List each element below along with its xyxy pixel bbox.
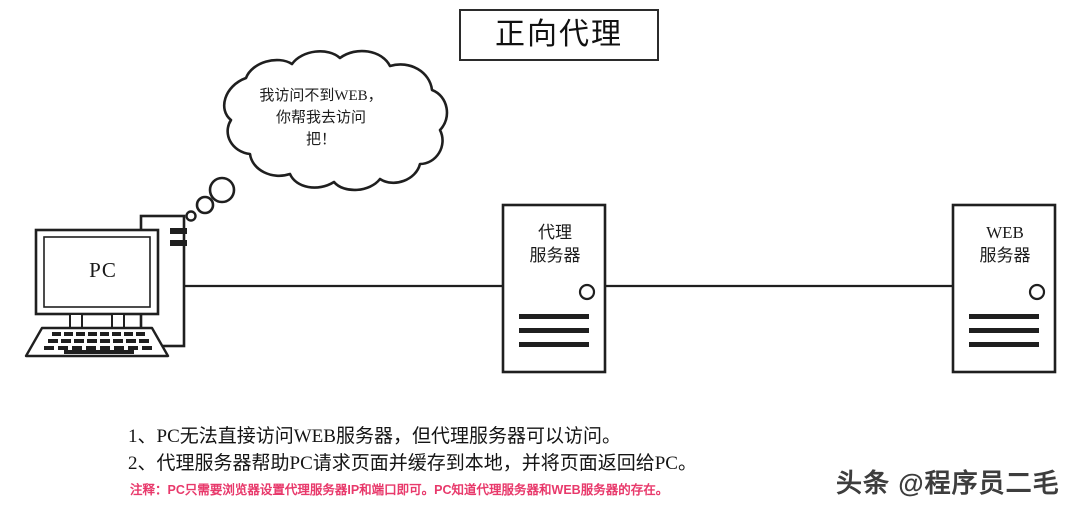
note-line-2: 2、代理服务器帮助PC请求页面并缓存到本地，并将页面返回给PC。: [128, 452, 697, 474]
proxy-server-label: 代理 服务器: [529, 223, 581, 265]
watermark: 头条 @程序员二毛: [836, 468, 1060, 498]
thought-bubble-text: 我访问不到WEB， 你帮我去访问 把！: [259, 88, 383, 148]
web-server-label: WEB 服务器: [979, 223, 1031, 265]
diagram-title-box: 正向代理: [459, 9, 659, 61]
red-annotation-note: 注释：PC只需要浏览器设置代理服务器IP和端口即可。PC知道代理服务器和WEB服…: [130, 483, 669, 497]
pc-label: PC: [89, 258, 117, 282]
notes-block: 1、PC无法直接访问WEB服务器，但代理服务器可以访问。 2、代理服务器帮助PC…: [128, 424, 828, 478]
note-line-1: 1、PC无法直接访问WEB服务器，但代理服务器可以访问。: [128, 426, 621, 447]
thought-bubble-cloud: [185, 49, 449, 222]
pc-keyboard-icon: [24, 326, 170, 358]
diagram-title: 正向代理: [495, 18, 623, 51]
proxy-server-icon: [501, 203, 607, 374]
pc-monitor-icon: [34, 228, 160, 329]
web-server-icon: [951, 203, 1057, 374]
